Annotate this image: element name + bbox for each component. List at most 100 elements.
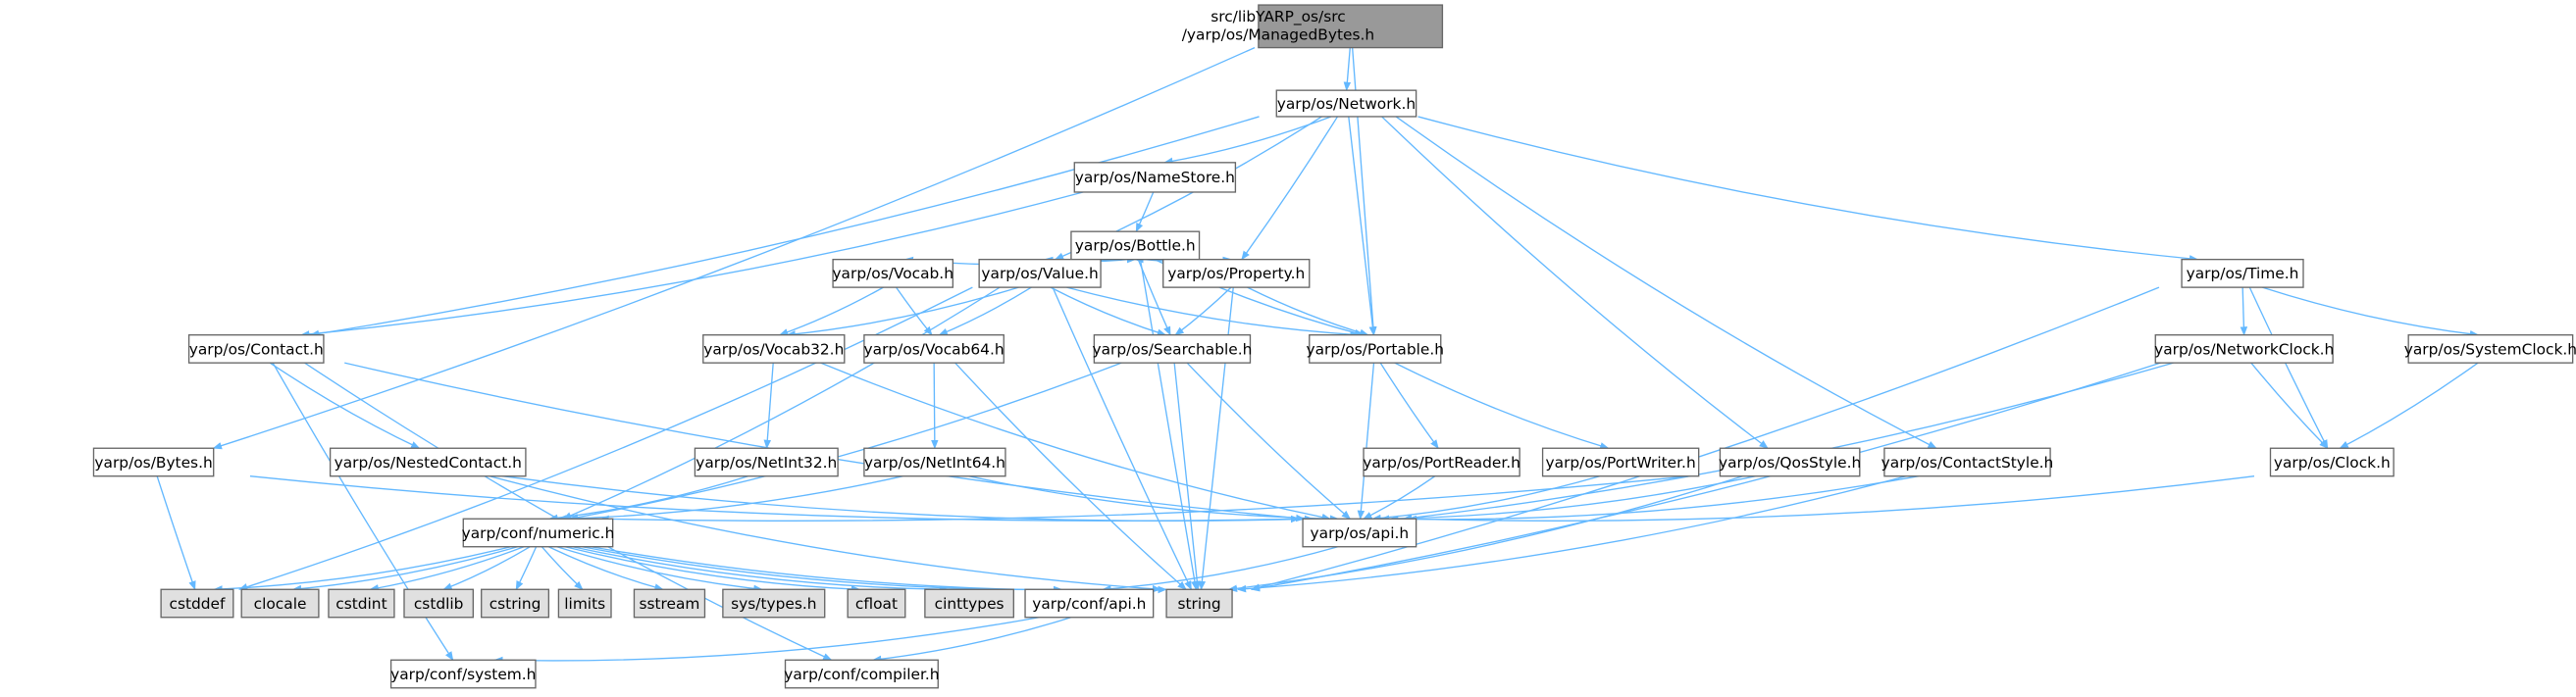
node-box bbox=[702, 334, 846, 364]
edge-namestore-to-contact bbox=[300, 191, 1084, 338]
node-label: cinttypes bbox=[935, 595, 1005, 613]
node-cstddef: cstddef bbox=[160, 588, 234, 619]
edge-time-to-clock bbox=[2248, 286, 2329, 450]
node-box bbox=[187, 334, 325, 364]
node-limits: limits bbox=[557, 588, 612, 619]
edge-contactstyle-to-osapi bbox=[1388, 475, 1920, 523]
node-label: cstddef bbox=[169, 595, 226, 613]
node-label: yarp/os/NetInt64.h bbox=[864, 454, 1005, 472]
node-label: /yarp/os/ManagedBytes.h bbox=[1182, 26, 1374, 44]
node-namestore[interactable]: yarp/os/NameStore.h bbox=[1073, 162, 1237, 193]
edge-value-to-numeric bbox=[562, 286, 1001, 520]
node-nestedcontact[interactable]: yarp/os/NestedContact.h bbox=[329, 447, 527, 477]
edge-time-to-string bbox=[1250, 286, 2160, 591]
edge-nestedcontact-to-osapi bbox=[502, 475, 1314, 523]
node-vocab64[interactable]: yarp/os/Vocab64.h bbox=[863, 334, 1005, 364]
edge-qosstyle-to-string bbox=[1227, 475, 1743, 592]
node-box bbox=[2181, 258, 2304, 288]
node-label: sstream bbox=[639, 595, 699, 613]
node-label: yarp/conf/compiler.h bbox=[784, 666, 939, 683]
node-netint32[interactable]: yarp/os/NetInt32.h bbox=[694, 447, 839, 477]
node-vocab32[interactable]: yarp/os/Vocab32.h bbox=[702, 334, 846, 364]
node-sstream: sstream bbox=[633, 588, 706, 619]
node-contact[interactable]: yarp/os/Contact.h bbox=[187, 334, 325, 364]
node-vocab[interactable]: yarp/os/Vocab.h bbox=[832, 258, 954, 288]
edge-osapi-to-confapi bbox=[1102, 546, 1338, 593]
node-portreader[interactable]: yarp/os/PortReader.h bbox=[1363, 447, 1520, 477]
node-box bbox=[1162, 258, 1311, 288]
node-cfloat: cfloat bbox=[847, 588, 906, 619]
node-value[interactable]: yarp/os/Value.h bbox=[978, 258, 1102, 288]
edge-root-to-bytes bbox=[212, 46, 1256, 450]
node-label: limits bbox=[564, 595, 605, 613]
node-networkclock[interactable]: yarp/os/NetworkClock.h bbox=[2154, 334, 2334, 364]
edge-contactstyle-to-string bbox=[1236, 475, 1907, 593]
node-box bbox=[1363, 447, 1520, 477]
edge-value-to-portable bbox=[1066, 286, 1360, 338]
node-label: yarp/os/NetworkClock.h bbox=[2154, 340, 2334, 358]
node-systemclock[interactable]: yarp/os/SystemClock.h bbox=[2404, 334, 2576, 364]
node-label: yarp/os/Bottle.h bbox=[1075, 237, 1196, 255]
node-cstdint: cstdint bbox=[328, 588, 395, 619]
node-box bbox=[557, 588, 612, 619]
node-clock[interactable]: yarp/os/Clock.h bbox=[2269, 447, 2395, 477]
node-portwriter[interactable]: yarp/os/PortWriter.h bbox=[1541, 447, 1700, 477]
node-netint64[interactable]: yarp/os/NetInt64.h bbox=[863, 447, 1006, 477]
edge-numeric-to-systypes bbox=[556, 546, 763, 593]
node-label: yarp/os/Vocab64.h bbox=[864, 340, 1005, 358]
edge-vocab32-to-osapi bbox=[820, 362, 1331, 522]
node-box bbox=[329, 447, 527, 477]
edge-root-to-portable bbox=[1351, 47, 1377, 336]
edge-vocab-to-vocab64 bbox=[896, 286, 933, 336]
node-box bbox=[1302, 518, 1417, 548]
node-compiler[interactable]: yarp/conf/compiler.h bbox=[784, 659, 940, 689]
node-root: src/libYARP_os/src/yarp/os/ManagedBytes.… bbox=[1182, 4, 1444, 49]
node-bottle[interactable]: yarp/os/Bottle.h bbox=[1070, 230, 1201, 261]
node-portable[interactable]: yarp/os/Portable.h bbox=[1306, 334, 1444, 364]
node-box bbox=[1541, 447, 1700, 477]
node-qosstyle[interactable]: yarp/os/QosStyle.h bbox=[1719, 447, 1861, 477]
node-network[interactable]: yarp/os/Network.h bbox=[1275, 89, 1417, 118]
edge-vocab64-to-netint64 bbox=[931, 363, 939, 450]
node-bytes[interactable]: yarp/os/Bytes.h bbox=[92, 447, 215, 477]
node-osapi[interactable]: yarp/os/api.h bbox=[1302, 518, 1417, 548]
node-box bbox=[481, 588, 550, 619]
node-systypes: sys/types.h bbox=[722, 588, 826, 619]
node-label: cfloat bbox=[855, 595, 898, 613]
edge-vocab-to-vocab32 bbox=[778, 286, 884, 336]
node-label: yarp/os/Value.h bbox=[981, 265, 1098, 282]
edge-value-to-vocab64 bbox=[938, 286, 1032, 336]
node-label: yarp/os/PortReader.h bbox=[1363, 454, 1520, 472]
edge-time-to-systemclock bbox=[2262, 286, 2480, 338]
edge-numeric-to-cstddef bbox=[213, 546, 511, 593]
edge-numeric-to-sstream bbox=[547, 546, 664, 591]
node-system[interactable]: yarp/conf/system.h bbox=[389, 659, 537, 689]
edge-numeric-to-cstdlib bbox=[442, 546, 531, 590]
node-confapi[interactable]: yarp/conf/api.h bbox=[1024, 588, 1155, 619]
node-box bbox=[784, 659, 939, 689]
node-label: yarp/os/QosStyle.h bbox=[1719, 454, 1861, 472]
node-box bbox=[863, 447, 1006, 477]
node-label: cstring bbox=[489, 595, 541, 613]
node-label: yarp/os/api.h bbox=[1311, 524, 1410, 542]
node-time[interactable]: yarp/os/Time.h bbox=[2181, 258, 2304, 288]
edge-searchable-to-osapi bbox=[1186, 362, 1352, 520]
edge-confapi-to-compiler bbox=[872, 617, 1072, 664]
edge-networkclock-to-osapi bbox=[1403, 362, 2174, 522]
node-box bbox=[160, 588, 234, 619]
node-label: yarp/conf/system.h bbox=[390, 666, 536, 683]
edge-value-to-searchable bbox=[1050, 286, 1167, 336]
node-contactstyle[interactable]: yarp/os/ContactStyle.h bbox=[1881, 447, 2054, 477]
edge-searchable-to-numeric bbox=[568, 362, 1122, 522]
node-label: yarp/os/ContactStyle.h bbox=[1881, 454, 2054, 472]
node-label: yarp/os/Contact.h bbox=[189, 340, 324, 358]
edge-network-to-contact bbox=[309, 116, 1260, 338]
node-label: yarp/os/NestedContact.h bbox=[335, 454, 522, 472]
node-box bbox=[1883, 447, 2051, 477]
edge-value-to-string bbox=[1052, 286, 1193, 591]
node-searchable[interactable]: yarp/os/Searchable.h bbox=[1092, 334, 1252, 364]
node-box bbox=[92, 447, 215, 477]
node-clocale: clocale bbox=[240, 588, 320, 619]
node-property[interactable]: yarp/os/Property.h bbox=[1162, 258, 1311, 288]
node-numeric[interactable]: yarp/conf/numeric.h bbox=[462, 518, 615, 548]
